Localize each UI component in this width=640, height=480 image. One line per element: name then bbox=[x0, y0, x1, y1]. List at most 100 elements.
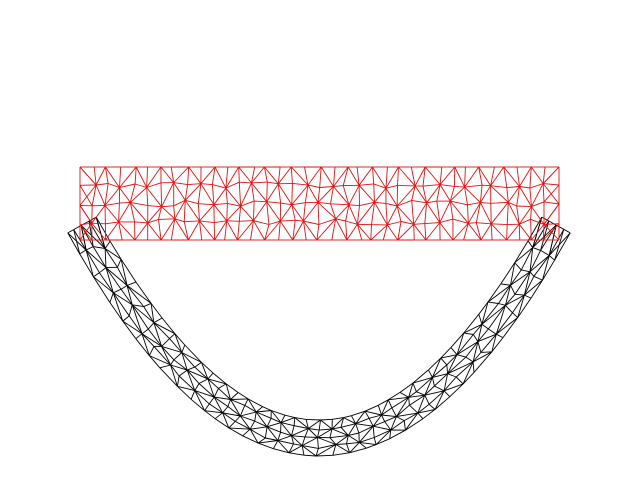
undeformed-mesh-edge bbox=[135, 167, 136, 184]
deformed-mesh-diagonal bbox=[478, 324, 482, 341]
undeformed-mesh-edge bbox=[252, 183, 255, 201]
deformed-mesh-diagonal bbox=[208, 379, 214, 397]
deformed-mesh-edge bbox=[121, 289, 132, 305]
deformed-mesh-edge bbox=[496, 313, 512, 334]
undeformed-mesh-diagonal bbox=[267, 202, 281, 221]
undeformed-mesh-edge bbox=[491, 202, 509, 203]
undeformed-mesh-diagonal bbox=[468, 223, 481, 240]
deformed-mesh-edge bbox=[530, 272, 534, 277]
deformed-mesh-edge bbox=[214, 397, 228, 406]
deformed-mesh-edge bbox=[132, 305, 144, 307]
deformed-mesh-edge bbox=[80, 250, 86, 254]
deformed-mesh-diagonal bbox=[332, 418, 344, 429]
undeformed-mesh-diagonal bbox=[254, 221, 265, 240]
deformed-mesh-edge bbox=[473, 352, 481, 362]
deformed-mesh-edge bbox=[215, 413, 222, 419]
deformed-mesh-edge bbox=[182, 353, 195, 368]
undeformed-mesh-diagonal bbox=[252, 183, 267, 202]
deformed-mesh-diagonal bbox=[223, 413, 241, 416]
deformed-mesh-diagonal bbox=[511, 272, 531, 285]
undeformed-mesh-edge bbox=[120, 184, 136, 188]
deformed-mesh-edge bbox=[390, 430, 391, 439]
deformed-mesh-diagonal bbox=[518, 295, 525, 318]
undeformed-mesh-diagonal bbox=[147, 188, 162, 207]
deformed-mesh-edge bbox=[533, 221, 549, 248]
deformed-mesh-diagonal bbox=[113, 293, 123, 321]
deformed-mesh-diagonal bbox=[473, 352, 492, 362]
deformed-mesh-diagonal bbox=[409, 395, 425, 397]
deformed-mesh-edge bbox=[250, 421, 255, 429]
undeformed-mesh-edge bbox=[543, 184, 559, 185]
undeformed-mesh-edge bbox=[476, 223, 491, 224]
deformed-mesh-diagonal bbox=[121, 259, 127, 285]
undeformed-mesh-edge bbox=[267, 202, 269, 225]
undeformed-mesh-edge bbox=[119, 203, 120, 222]
deformed-mesh-edge bbox=[316, 448, 318, 456]
deformed-mesh-edge bbox=[350, 448, 367, 453]
deformed-mesh-edge bbox=[208, 379, 219, 389]
deformed-mesh-edge bbox=[425, 386, 435, 395]
undeformed-mesh-edge bbox=[331, 204, 336, 219]
undeformed-mesh-edge bbox=[305, 167, 309, 185]
deformed-mesh-diagonal bbox=[106, 268, 127, 286]
deformed-mesh-edge bbox=[258, 438, 265, 443]
deformed-mesh-edge bbox=[441, 348, 451, 359]
deformed-mesh-edge bbox=[429, 391, 444, 405]
undeformed-mesh-diagonal bbox=[453, 223, 468, 240]
deformed-mesh-edge bbox=[392, 408, 397, 417]
deformed-mesh-edge bbox=[144, 303, 151, 306]
undeformed-mesh-diagonal bbox=[468, 203, 480, 224]
deformed-mesh-edge bbox=[409, 395, 424, 405]
deformed-mesh-diagonal bbox=[229, 428, 250, 429]
undeformed-mesh-edge bbox=[414, 224, 425, 225]
undeformed-mesh-edge bbox=[225, 221, 227, 240]
undeformed-mesh-diagonal bbox=[280, 205, 292, 221]
undeformed-mesh-edge bbox=[80, 223, 92, 225]
deformed-mesh-edge bbox=[425, 395, 429, 404]
undeformed-mesh-edge bbox=[212, 185, 226, 189]
deformed-mesh-edge bbox=[226, 384, 238, 393]
undeformed-mesh-edge bbox=[295, 220, 303, 221]
deformed-mesh-diagonal bbox=[356, 424, 374, 427]
deformed-mesh-edge bbox=[359, 438, 374, 443]
undeformed-mesh-diagonal bbox=[201, 167, 215, 184]
deformed-mesh-edge bbox=[295, 418, 306, 420]
deformed-mesh-diagonal bbox=[231, 399, 249, 400]
undeformed-mesh-diagonal bbox=[336, 219, 347, 240]
deformed-mesh-diagonal bbox=[505, 295, 524, 305]
deformed-mesh-edge bbox=[478, 329, 489, 342]
deformed-mesh-diagonal bbox=[281, 418, 295, 423]
deformed-mesh-edge bbox=[373, 426, 374, 437]
deformed-mesh-edge bbox=[308, 429, 319, 431]
undeformed-mesh-edge bbox=[227, 221, 240, 222]
undeformed-mesh-edge bbox=[517, 167, 520, 187]
deformed-mesh-diagonal bbox=[258, 441, 278, 444]
deformed-mesh-diagonal bbox=[106, 268, 113, 293]
deformed-mesh-diagonal bbox=[105, 249, 106, 268]
deformed-mesh-support-edge bbox=[81, 225, 86, 250]
deformed-mesh-edge bbox=[347, 442, 360, 443]
undeformed-mesh-edge bbox=[425, 223, 440, 224]
deformed-mesh-edge bbox=[129, 305, 132, 316]
deformed-mesh-edge bbox=[457, 355, 466, 357]
deformed-mesh-edge bbox=[451, 333, 464, 348]
deformed-mesh-diagonal bbox=[321, 420, 333, 429]
deformed-mesh-diagonal bbox=[511, 263, 515, 286]
deformed-mesh-edge bbox=[306, 419, 308, 428]
deformed-mesh-edge bbox=[86, 250, 99, 273]
undeformed-mesh-edge bbox=[174, 200, 186, 206]
deformed-mesh-edge bbox=[518, 298, 531, 318]
undeformed-mesh-edge bbox=[239, 182, 251, 183]
undeformed-mesh-edge bbox=[520, 187, 530, 189]
deformed-mesh-diagonal bbox=[373, 415, 381, 426]
deformed-mesh-edge bbox=[292, 426, 295, 436]
deformed-mesh-edge bbox=[564, 229, 570, 233]
undeformed-mesh-edge bbox=[130, 202, 148, 205]
undeformed-mesh-edge bbox=[332, 219, 336, 240]
deformed-mesh-edge bbox=[136, 339, 150, 356]
undeformed-mesh-edge bbox=[480, 185, 482, 202]
undeformed-mesh-diagonal bbox=[455, 167, 465, 187]
deformed-mesh-edge bbox=[113, 293, 129, 316]
undeformed-mesh-edge bbox=[372, 202, 375, 224]
deformed-mesh-edge bbox=[228, 400, 231, 407]
